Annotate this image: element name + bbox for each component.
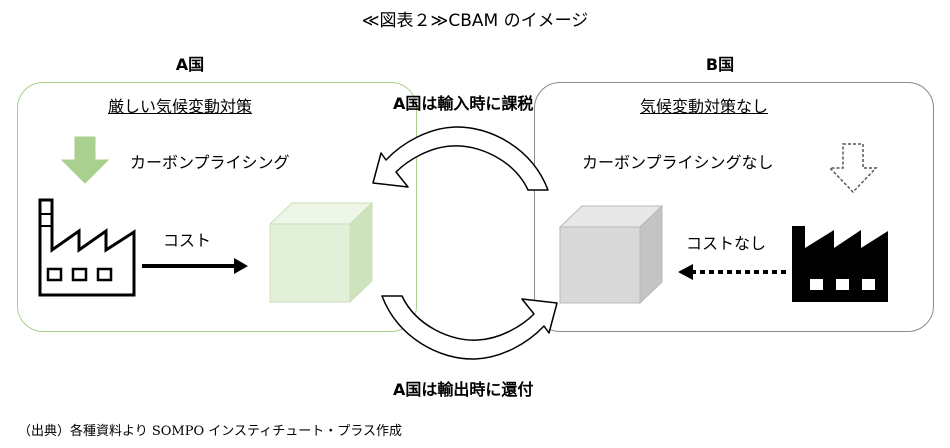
export-curved-arrow (381, 295, 558, 360)
dashed-down-arrow-icon (828, 143, 878, 194)
country-b-panel (534, 82, 934, 332)
gray-cube-icon (558, 204, 664, 305)
country-a-label: A国 (175, 55, 205, 74)
green-down-arrow-icon (60, 136, 110, 184)
green-cube-icon (268, 201, 374, 304)
country-b-cost-label: コストなし (686, 234, 767, 253)
source-note: （出典）各種資料より SOMPO インスティチュート・プラス作成 (18, 424, 402, 439)
country-b-subtitle: 気候変動対策なし (640, 97, 769, 116)
factory-outline-icon (38, 198, 136, 297)
export-refund-label: A国は輸出時に還付 (393, 380, 534, 399)
diagram-title: ≪図表２≫CBAM のイメージ (361, 11, 589, 31)
import-tax-label: A国は輸入時に課税 (393, 94, 534, 113)
factory-solid-icon (792, 226, 888, 302)
country-a-cost-label: コスト (163, 231, 212, 250)
country-b-label: B国 (705, 55, 735, 74)
import-curved-arrow (372, 126, 549, 191)
country-a-pricing-label: カーボンプライシング (130, 153, 290, 172)
country-b-pricing-label: カーボンプライシングなし (582, 153, 774, 172)
country-a-subtitle: 厳しい気候変動対策 (108, 97, 253, 116)
country-a-panel (17, 82, 417, 332)
